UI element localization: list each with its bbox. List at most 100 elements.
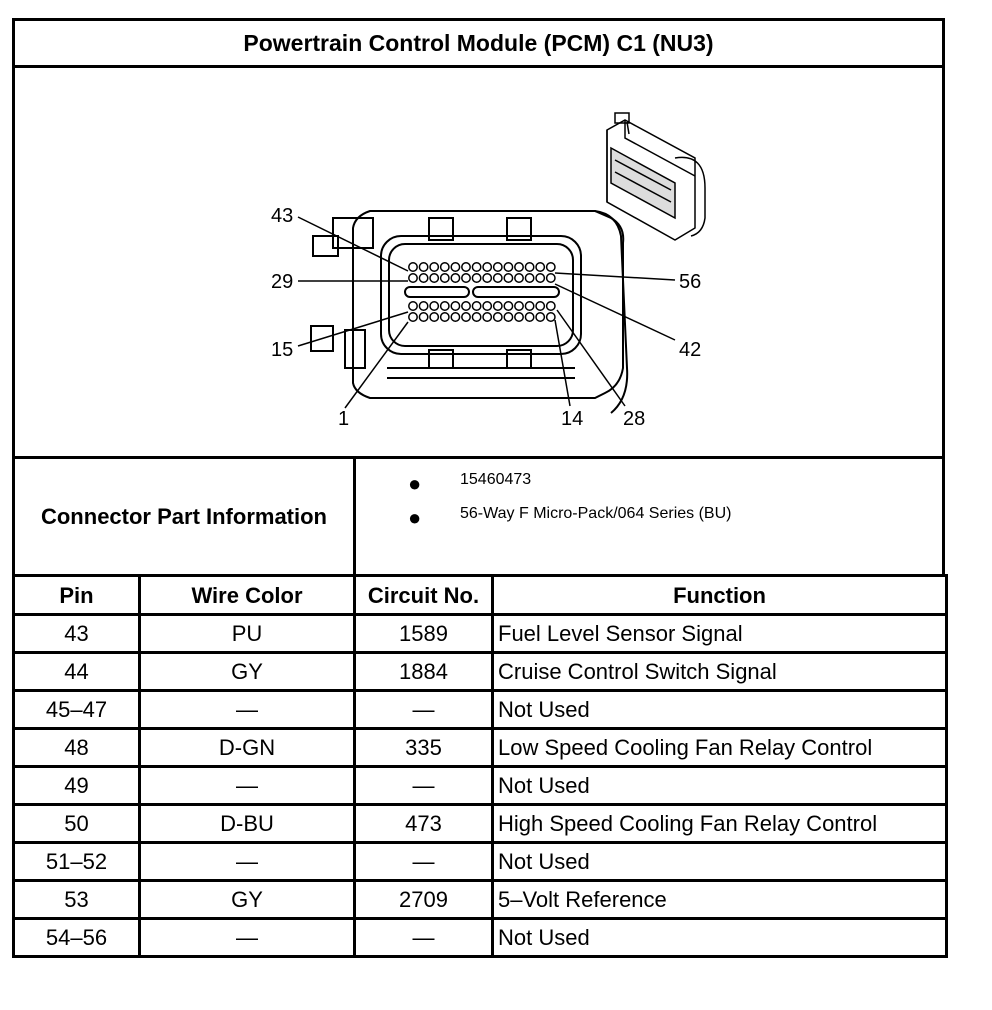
table-row: 44 GY 1884 Cruise Control Switch Signal <box>12 651 948 692</box>
pin-hole <box>535 273 546 283</box>
pin-hole <box>482 301 493 311</box>
pin-hole <box>471 273 482 283</box>
callout-43: 43 <box>271 205 293 227</box>
pin-hole <box>418 301 429 311</box>
leader-15 <box>297 311 409 347</box>
left-tab-top <box>312 235 339 257</box>
cell-circuit: — <box>353 841 494 882</box>
callout-14: 14 <box>561 408 583 430</box>
connector-face-diagram: 43 29 15 1 56 42 14 28 <box>271 112 706 430</box>
cell-wire-color: D-BU <box>138 803 356 844</box>
pin-hole <box>418 312 429 322</box>
top-key-right <box>506 217 532 241</box>
connector-description: 56-Way F Micro-Pack/064 Series (BU) <box>460 505 732 522</box>
pin-hole <box>503 273 514 283</box>
pin-hole <box>545 312 556 322</box>
list-item: ● 56-Way F Micro-Pack/064 Series (BU) <box>408 505 948 533</box>
pin-hole <box>524 262 535 272</box>
pin-hole <box>450 262 461 272</box>
pin-hole <box>524 312 535 322</box>
right-latch <box>594 210 629 414</box>
table-row: 45–47 — — Not Used <box>12 689 948 730</box>
leader-28 <box>556 309 626 407</box>
callout-42: 42 <box>679 339 701 361</box>
pin-hole <box>461 273 471 283</box>
leader-1 <box>344 321 409 409</box>
pin-hole <box>492 262 503 272</box>
cell-wire-color: D-GN <box>138 727 356 768</box>
cell-circuit: 2709 <box>353 879 494 920</box>
pin-hole <box>439 273 450 283</box>
pin-hole <box>429 273 440 283</box>
col-header-circuit: Circuit No. <box>353 574 494 616</box>
list-item: ● 15460473 <box>408 471 908 499</box>
pin-hole <box>450 301 461 311</box>
pin-hole <box>545 301 556 311</box>
pin-hole <box>503 262 514 272</box>
pin-hole <box>450 312 461 322</box>
left-latch <box>332 217 374 249</box>
pin-hole <box>408 262 418 272</box>
pin-hole <box>429 312 440 322</box>
bullet-icon: ● <box>408 505 422 530</box>
page-title: Powertrain Control Module (PCM) C1 (NU3) <box>243 29 714 56</box>
pin-hole <box>492 301 503 311</box>
pin-hole <box>439 312 450 322</box>
cell-pin: 50 <box>12 803 141 844</box>
pin-hole <box>535 262 546 272</box>
cell-pin: 44 <box>12 651 141 692</box>
pin-hole <box>524 301 535 311</box>
table-row: 43 PU 1589 Fuel Level Sensor Signal <box>12 613 948 654</box>
callout-56: 56 <box>679 271 701 293</box>
pin-hole <box>450 273 461 283</box>
top-key-left <box>428 217 454 241</box>
pin-table: Pin Wire Color Circuit No. Function 43 P… <box>12 574 948 958</box>
pin-hole <box>439 262 450 272</box>
pin-hole <box>514 273 524 283</box>
table-row: 50 D-BU 473 High Speed Cooling Fan Relay… <box>12 803 948 844</box>
cell-wire-color: — <box>138 689 356 730</box>
pin-hole <box>482 262 493 272</box>
pin-hole <box>514 301 524 311</box>
bottom-key-right <box>506 349 532 369</box>
pin-hole <box>461 262 471 272</box>
title-row: Powertrain Control Module (PCM) C1 (NU3) <box>12 18 945 68</box>
pin-hole <box>471 301 482 311</box>
cell-function: Not Used <box>491 841 948 882</box>
col-header-pin: Pin <box>12 574 141 616</box>
connector-info-list: ● 15460473 ● 56-Way F Micro-Pack/064 Ser… <box>356 459 942 574</box>
pin-hole <box>535 301 546 311</box>
pin-hole <box>418 262 429 272</box>
pin-hole <box>482 273 493 283</box>
pin-hole <box>418 273 429 283</box>
cell-function: Low Speed Cooling Fan Relay Control <box>491 727 948 768</box>
cell-function: 5–Volt Reference <box>491 879 948 920</box>
leader-42 <box>554 283 676 341</box>
table-row: 53 GY 2709 5–Volt Reference <box>12 879 948 920</box>
pin-hole <box>514 312 524 322</box>
cell-pin: 45–47 <box>12 689 141 730</box>
diagram-panel: 43 29 15 1 56 42 14 28 <box>12 65 945 459</box>
table-row: 48 D-GN 335 Low Speed Cooling Fan Relay … <box>12 727 948 768</box>
callout-1: 1 <box>338 408 349 430</box>
pin-hole-grid <box>408 262 556 322</box>
pin-hole <box>545 262 556 272</box>
cell-function: Not Used <box>491 765 948 806</box>
cell-function: Not Used <box>491 917 948 958</box>
pin-hole <box>535 312 546 322</box>
cell-circuit: 1884 <box>353 651 494 692</box>
table-header-row: Pin Wire Color Circuit No. Function <box>12 574 948 616</box>
leader-14 <box>554 319 571 407</box>
callout-15: 15 <box>271 339 293 361</box>
callout-28: 28 <box>623 408 645 430</box>
table-row: 51–52 — — Not Used <box>12 841 948 882</box>
table-row: 54–56 — — Not Used <box>12 917 948 958</box>
cell-circuit: — <box>353 917 494 958</box>
cell-function: Not Used <box>491 689 948 730</box>
cell-pin: 48 <box>12 727 141 768</box>
pin-hole <box>482 312 493 322</box>
cell-pin: 43 <box>12 613 141 654</box>
cell-circuit: 335 <box>353 727 494 768</box>
inner-frame <box>380 235 582 355</box>
leader-43 <box>297 216 409 272</box>
